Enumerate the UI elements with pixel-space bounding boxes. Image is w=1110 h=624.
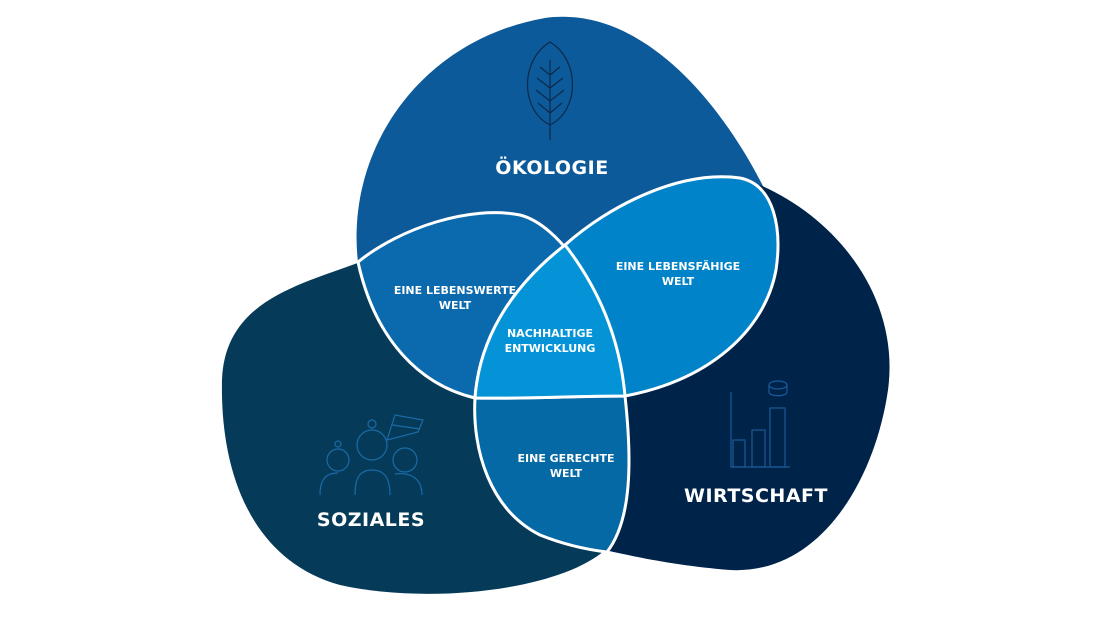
label-center-line2: ENTWICKLUNG — [505, 342, 596, 355]
label-lebensfaehig-line2: WELT — [662, 275, 695, 288]
blob-wirtschaft — [605, 185, 890, 571]
label-lebensfaehig-line1: EINE LEBENSFÄHIGE — [616, 259, 740, 273]
label-wirtschaft: WIRTSCHAFT — [684, 485, 828, 507]
label-lebenswert-line1: EINE LEBENSWERTE — [394, 284, 516, 297]
people-icon — [319, 414, 424, 496]
label-gerecht-line1: EINE GERECHTE — [518, 452, 615, 465]
label-lebenswert-line2: WELT — [439, 299, 472, 312]
label-oekologie: ÖKOLOGIE — [495, 155, 608, 179]
leaf-icon — [527, 41, 573, 140]
label-center-line1: NACHHALTIGE — [507, 327, 593, 340]
overlap-center — [473, 242, 627, 400]
label-soziales: SOZIALES — [317, 509, 425, 531]
bar-chart-coins-icon — [730, 380, 790, 468]
label-gerecht-line2: WELT — [550, 467, 583, 480]
